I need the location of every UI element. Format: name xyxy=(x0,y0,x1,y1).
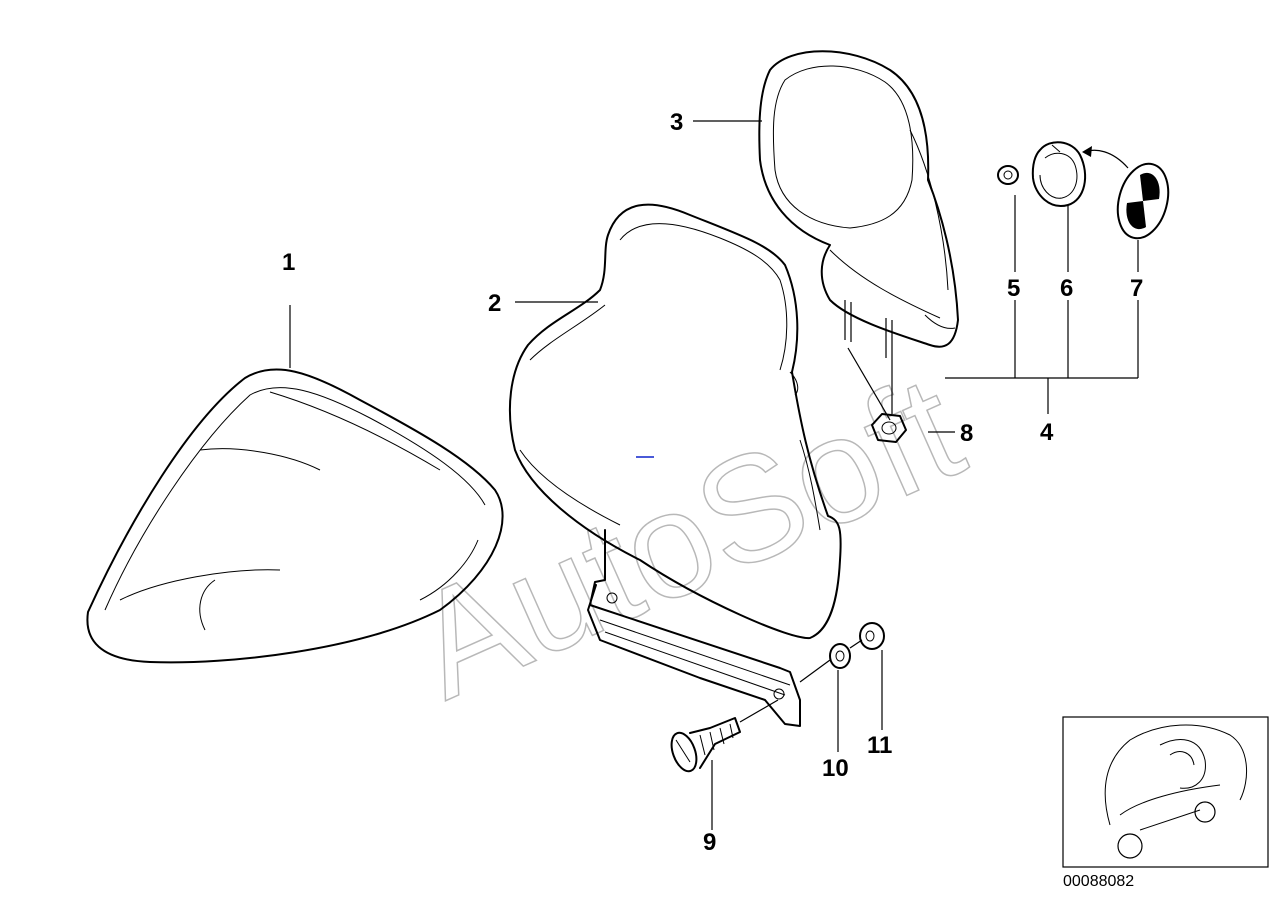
part-2-backrest xyxy=(508,203,842,727)
callout-8: 8 xyxy=(960,420,973,447)
part-6-retaining-ring xyxy=(1031,141,1087,207)
vehicle-inset xyxy=(1062,716,1269,868)
document-number: 00088082 xyxy=(1063,873,1134,890)
callout-2: 2 xyxy=(488,290,501,317)
part-3-headrest xyxy=(758,50,959,360)
part-8-hex-nut xyxy=(871,413,907,443)
callout-4: 4 xyxy=(1040,419,1054,446)
callout-9: 9 xyxy=(703,829,716,856)
callout-1: 1 xyxy=(282,249,295,276)
callout-10: 10 xyxy=(822,755,849,782)
callout-5: 5 xyxy=(1007,275,1020,302)
part-11-washer xyxy=(859,622,885,650)
part-10-washer xyxy=(829,643,851,669)
leader-lines xyxy=(289,120,1139,830)
callout-11: 11 xyxy=(867,732,892,759)
callout-7: 7 xyxy=(1130,275,1143,302)
vehicle-sketch xyxy=(1104,724,1248,859)
part-9-screw xyxy=(670,717,741,773)
callout-3: 3 xyxy=(670,109,683,136)
part-7-emblem-badge xyxy=(1082,146,1170,240)
callout-6: 6 xyxy=(1060,275,1073,302)
part-5-small-nut xyxy=(997,165,1019,185)
part-1-side-cover xyxy=(86,368,504,664)
